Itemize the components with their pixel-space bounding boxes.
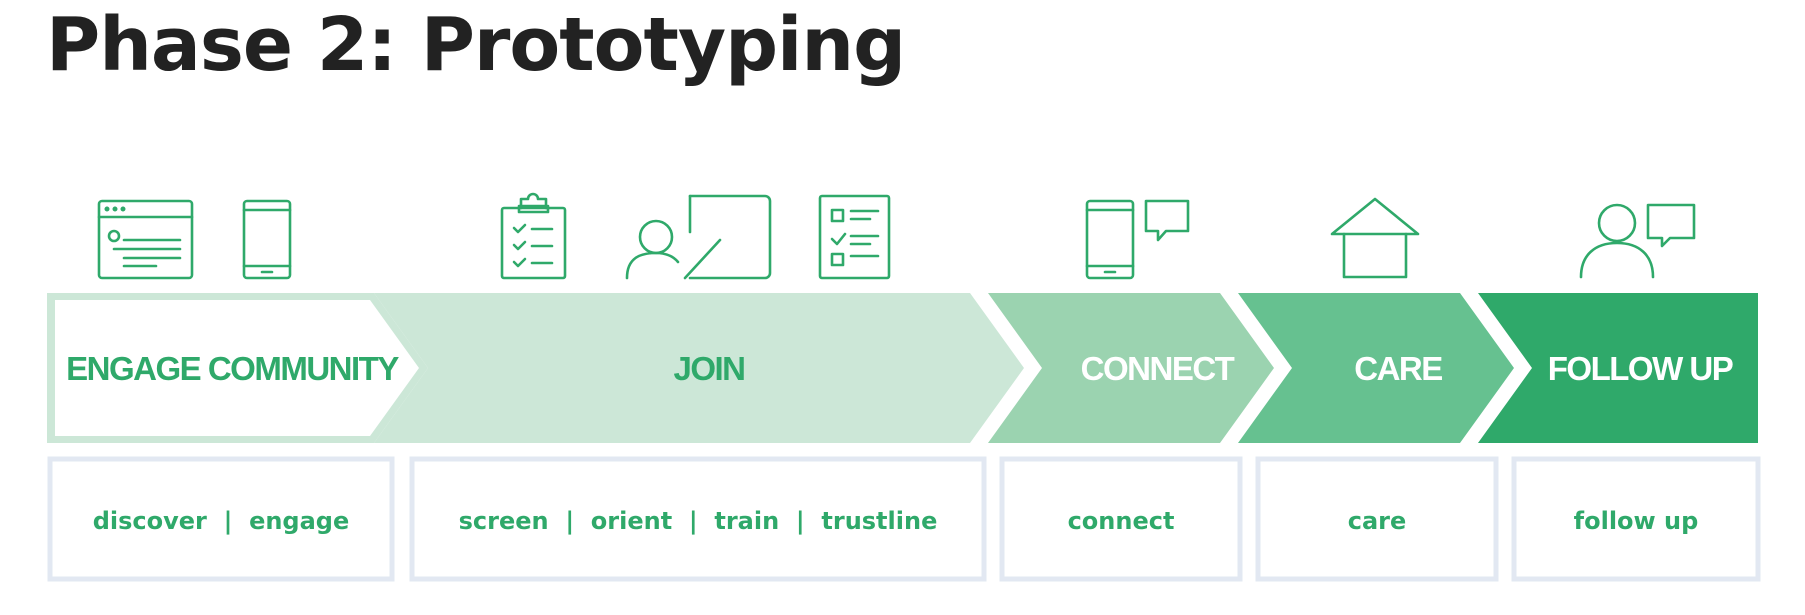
smartphone-icon (242, 199, 292, 280)
step-box (999, 456, 1243, 582)
stage-arrow (1238, 293, 1514, 443)
step-box-label: connect (1068, 507, 1175, 535)
step-box-label: care (1348, 507, 1407, 535)
step-box-label: follow up (1574, 507, 1699, 535)
stage-arrow (374, 293, 1024, 443)
stage-arrow (988, 293, 1274, 443)
clipboard-checklist-icon (500, 192, 567, 280)
stage-label: CONNECT (1081, 350, 1235, 387)
step-box (409, 456, 987, 582)
stage-banner: ENGAGE COMMUNITY JOIN CONNECT CARE FOLLOW UP (47, 293, 1758, 443)
house-icon (1330, 197, 1420, 279)
stage-label: FOLLOW UP (1548, 350, 1733, 387)
step-box (1511, 456, 1761, 582)
page-title: Phase 2: Prototyping (46, 2, 906, 88)
phone-chat-icon (1085, 199, 1190, 280)
stage-arrow (55, 300, 419, 436)
person-chat-icon (1579, 203, 1696, 279)
browser-window-icon (97, 199, 194, 280)
step-box (47, 456, 395, 582)
step-box (1255, 456, 1499, 582)
step-boxes: discover | engage screen | orient | train… (47, 456, 1761, 582)
step-box-label: discover | engage (93, 507, 350, 535)
stage-label: JOIN (673, 350, 744, 387)
step-box-label: screen | orient | train | trustline (459, 507, 938, 535)
stage-arrow (1478, 293, 1758, 443)
checklist-form-icon (818, 194, 891, 280)
stage-label: ENGAGE COMMUNITY (66, 350, 399, 387)
stage-label: CARE (1354, 350, 1442, 387)
person-presentation-board-icon (625, 194, 772, 280)
